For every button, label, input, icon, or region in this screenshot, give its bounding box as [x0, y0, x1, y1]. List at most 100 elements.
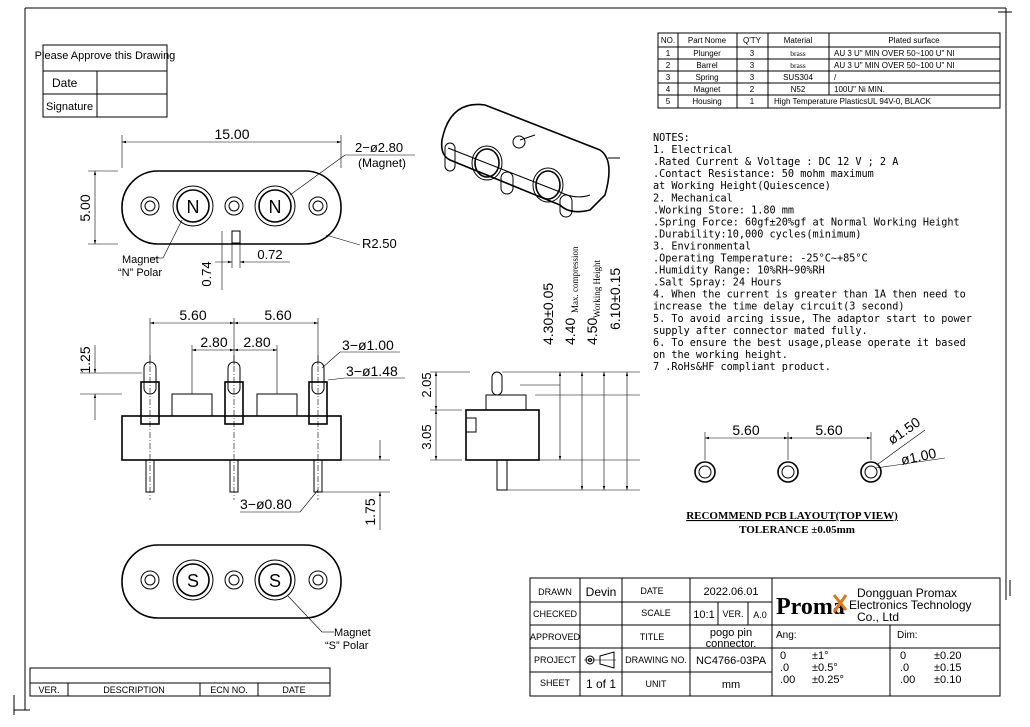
note-line-13: 4. When the current is greater than 1A t… — [653, 290, 966, 301]
side-dim-d2: 4.40 — [562, 318, 578, 345]
tb-sheet-label: SHEET — [540, 678, 571, 688]
approval-box: Please Approve this Drawing Date Signatu… — [35, 44, 176, 118]
note-line-10: .Operating Temperature: -25°C~+85°C — [653, 254, 868, 265]
sheet-border — [13, 7, 1012, 715]
parts-cell-0-2: 3 — [750, 49, 755, 58]
note-line-3: .Contact Resistance: 50 mohm maximum — [653, 169, 874, 180]
isometric-view — [440, 103, 620, 218]
tb-scale: 10:1 — [693, 609, 714, 621]
parts-cell-0-4: AU 3 U" MIN OVER 50~100 U" NI — [834, 49, 955, 58]
tb-drawn-label: DRAWN — [538, 587, 572, 597]
tb-title-1: pogo pin — [710, 627, 752, 639]
parts-cell-2-4: / — [834, 73, 837, 82]
dim-125: 1.25 — [77, 346, 93, 373]
rev-col-desc: DESCRIPTION — [103, 685, 165, 695]
parts-cell-4-2: 1 — [750, 97, 755, 106]
tb-unit: mm — [722, 679, 740, 691]
approval-date-label: Date — [52, 76, 78, 90]
magnet-n-label-1: N — [187, 197, 200, 217]
bottom-view: S S Magnet “S” Polar — [121, 544, 371, 652]
dim-magnet-note: (Magnet) — [358, 156, 406, 170]
tb-drawing-no-label: DRAWING NO. — [625, 655, 687, 665]
magnet-n-label-2: N — [269, 197, 282, 217]
dim-pitch-1: 5.60 — [179, 307, 206, 323]
parts-cell-4-3: High Temperature PlasticsUL 94V-0, BLACK — [774, 97, 932, 106]
parts-cell-3-4: 100U" Ni MIN. — [834, 85, 885, 94]
pcb-pitch-2: 5.60 — [815, 422, 842, 438]
note-line-18: on the working height. — [653, 350, 788, 361]
parts-cell-2-2: 3 — [750, 73, 755, 82]
company-logo: Proma — [776, 594, 845, 620]
parts-cell-1-2: 3 — [750, 61, 755, 70]
parts-cell-1-0: 2 — [666, 61, 671, 70]
tb-scale-label: SCALE — [641, 608, 671, 618]
note-line-12: .Salt Spray: 24 Hours — [653, 278, 782, 289]
dim-width: 15.00 — [214, 126, 249, 142]
parts-cell-4-1: Housing — [692, 97, 721, 106]
dim-row-0-tol: ±0.20 — [934, 650, 961, 662]
dim-pin-dia: 3−ø1.00 — [342, 337, 394, 353]
side-dim-d3: 4.50 — [584, 318, 600, 345]
tb-date-label: DATE — [640, 586, 663, 596]
projection-symbol-icon — [584, 651, 616, 669]
tb-ver: A.0 — [753, 610, 767, 620]
housing-outline — [121, 170, 342, 245]
dim-305: 3.05 — [419, 424, 434, 449]
note-line-17: 6. To ensure the best usage,please opera… — [653, 338, 966, 349]
parts-cell-3-0: 4 — [666, 85, 671, 94]
dim-height: 5.00 — [77, 194, 93, 221]
pogo-pin-3 — [308, 355, 328, 500]
dim-half-2: 2.80 — [243, 334, 270, 350]
note-line-8: .Durability:10,000 cycles(minimum) — [653, 229, 862, 240]
dim-072: 0.72 — [257, 247, 282, 262]
dim-row-0-prec: 0 — [900, 650, 906, 662]
parts-header-2: Q'TY — [743, 36, 762, 45]
parts-cell-0-3: brass — [790, 49, 805, 58]
rev-col-date: DATE — [282, 685, 305, 695]
dim-175: 1.75 — [362, 498, 378, 525]
note-line-7: .Spring Force: 60gf±20%gf at Normal Work… — [653, 217, 960, 228]
note-line-6: .Working Store: 1.80 mm — [653, 205, 794, 216]
approval-title: Please Approve this Drawing — [35, 50, 176, 62]
parts-cell-1-3: brass — [790, 61, 805, 70]
tb-ang-label: Ang: — [776, 630, 797, 641]
tb-drawn: Devin — [586, 585, 617, 599]
magnet-n-callout-2: “N” Polar — [118, 267, 162, 279]
magnet-s-label-2: S — [269, 571, 281, 591]
tb-drawing-no: NC4766-03PA — [696, 655, 767, 667]
note-line-2: .Rated Current & Voltage : DC 12 V ; 2 A — [653, 157, 898, 168]
dim-radius: R2.50 — [362, 236, 397, 251]
logo-x-icon — [832, 594, 848, 613]
parts-cell-3-3: N52 — [791, 85, 806, 94]
note-line-16: supply after connector mated fully. — [653, 326, 868, 337]
magnet-n-callout-1: Magnet — [122, 254, 159, 266]
company-name-2: Electronics Technology — [849, 598, 972, 612]
magnet-s-callout-1: Magnet — [334, 627, 371, 639]
note-line-11: .Humidity Range: 10%RH~90%RH — [653, 266, 825, 277]
tb-project-label: PROJECT — [534, 655, 577, 665]
magnet-s-label-1: S — [187, 571, 199, 591]
parts-cell-0-0: 1 — [666, 49, 671, 58]
tb-title-label: TITLE — [640, 632, 665, 642]
dim-074: 0.74 — [199, 261, 214, 286]
dim-pitch-2: 5.60 — [264, 307, 291, 323]
dim-row-2-tol: ±0.10 — [934, 674, 961, 686]
approval-signature-label: Signature — [46, 101, 93, 113]
note-line-9: 3. Environmental — [653, 241, 751, 252]
note-line-1: 1. Electrical — [653, 145, 733, 156]
parts-cell-1-4: AU 3 U" MIN OVER 50~100 U" NI — [834, 61, 955, 70]
company-name-3: Co., Ltd — [857, 610, 899, 624]
pogo-pin-2 — [224, 355, 244, 500]
dim-row-1-prec: .0 — [900, 662, 909, 674]
company-name-1: Dongguan Promax — [857, 586, 957, 600]
revision-table: VER. DESCRIPTION ECN NO. DATE — [29, 667, 331, 697]
note-line-5: 2. Mechanical — [653, 193, 733, 204]
tb-dim-label: Dim: — [897, 630, 918, 641]
dim-205: 2.05 — [419, 372, 434, 397]
top-view: N N 15.00 5.00 2−ø2.80 (Magnet) R2.50 Ma… — [77, 126, 415, 290]
side-dim-d4: 6.10±0.15 — [607, 268, 623, 330]
front-view: 5.60 5.60 2.80 2.80 3−ø1.00 3−ø1.48 1.25… — [77, 307, 405, 530]
side-dim-d1: 4.30±0.05 — [540, 283, 556, 345]
ang-row-1-tol: ±0.5° — [812, 662, 838, 674]
